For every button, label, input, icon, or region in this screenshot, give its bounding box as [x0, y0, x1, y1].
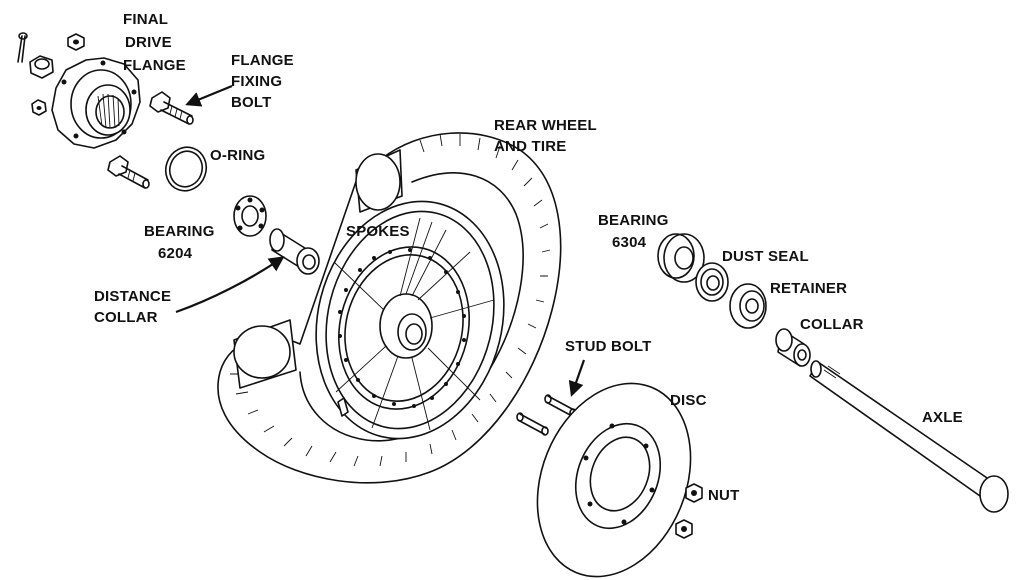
label-bearing-6204: BEARING 6204 — [144, 223, 219, 262]
label-flange-fixing-bolt: FLANGE FIXING BOLT — [231, 52, 298, 111]
label-dust-seal: DUST SEAL — [722, 248, 809, 265]
label-disc: DISC — [670, 392, 707, 409]
flange-nut — [31, 99, 47, 116]
flange-fixing-bolt — [107, 155, 150, 189]
distance-collar — [269, 228, 320, 275]
label-retainer: RETAINER — [770, 280, 847, 297]
axle — [809, 360, 1009, 513]
final-drive-flange — [51, 57, 141, 149]
brake-disc — [536, 382, 692, 578]
label-stud-bolt: STUD BOLT — [565, 338, 652, 355]
stud-bolt — [516, 412, 549, 436]
bearing-6304 — [657, 233, 705, 283]
label-final-drive-flange: FINAL DRIVE FLANGE — [123, 11, 186, 74]
collar — [775, 328, 811, 367]
flange-nut — [29, 55, 54, 79]
bearing-6204 — [233, 195, 267, 237]
label-spokes: SPOKES — [346, 223, 410, 240]
retainer — [729, 283, 767, 329]
rear-wheel-and-tire — [217, 132, 562, 484]
o-ring — [164, 146, 208, 192]
cotter-pin — [17, 32, 28, 63]
leader-arrows — [175, 84, 586, 397]
label-nut: NUT — [708, 487, 739, 504]
label-o-ring: O-RING — [210, 147, 265, 164]
label-rear-wheel-and-tire: REAR WHEEL AND TIRE — [494, 117, 601, 155]
label-bearing-6304: BEARING 6304 — [598, 212, 673, 251]
flange-nut — [67, 33, 85, 51]
disc-nut — [685, 483, 703, 503]
label-distance-collar: DISTANCE COLLAR — [94, 288, 176, 326]
dust-seal — [695, 262, 729, 302]
flange-fixing-bolt — [149, 91, 194, 125]
disc-nut — [675, 519, 693, 539]
label-collar: COLLAR — [800, 316, 864, 333]
label-axle: AXLE — [922, 409, 963, 426]
